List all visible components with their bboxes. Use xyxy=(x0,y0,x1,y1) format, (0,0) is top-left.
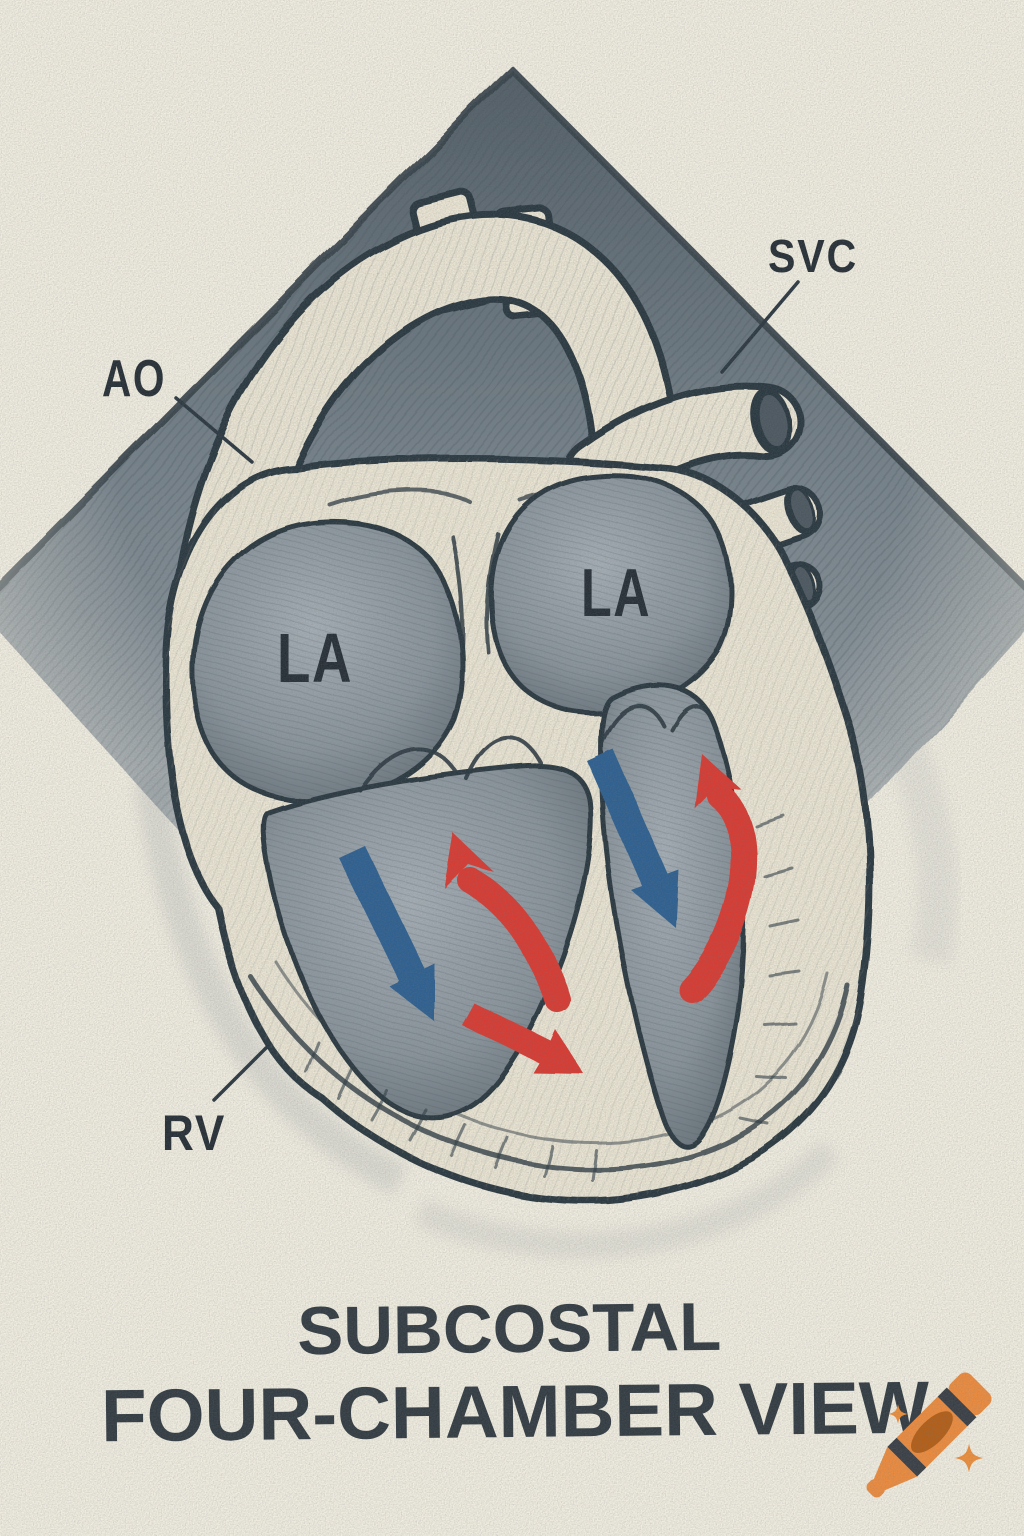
illustration-canvas: AO SVC LA LA RV SUBCOSTAL FOUR-CHAMBER V… xyxy=(0,0,1024,1536)
paper-grain-overlay xyxy=(0,0,1024,1536)
heart-diagram-svg: AO SVC LA LA RV SUBCOSTAL FOUR-CHAMBER V… xyxy=(0,0,1024,1536)
